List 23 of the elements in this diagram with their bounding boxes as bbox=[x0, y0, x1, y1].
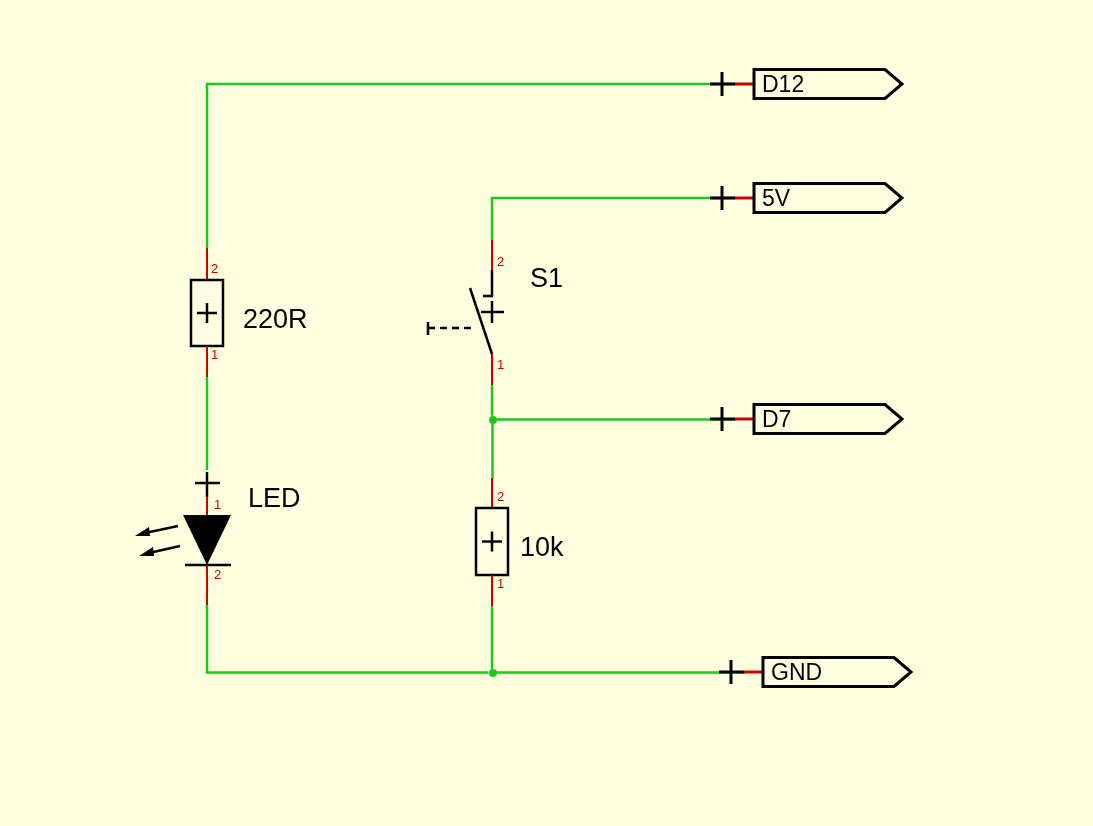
pin-number: 2 bbox=[214, 568, 222, 581]
wire bbox=[490, 385, 494, 417]
component-label: LED bbox=[248, 485, 301, 512]
wire bbox=[205, 605, 489, 674]
port-name: D7 bbox=[762, 408, 792, 431]
wire bbox=[490, 606, 494, 670]
pin-number: 1 bbox=[211, 348, 219, 361]
wire bbox=[205, 377, 209, 470]
junction-dot bbox=[488, 415, 497, 424]
junction-dot bbox=[488, 668, 497, 677]
pin-number: 1 bbox=[214, 498, 222, 511]
port-name: 5V bbox=[762, 187, 791, 210]
component-label: S1 bbox=[530, 265, 564, 292]
component-label: 10k bbox=[520, 534, 564, 561]
pin-number: 2 bbox=[211, 262, 219, 275]
port-name: D12 bbox=[762, 73, 805, 96]
pin-number: 2 bbox=[497, 490, 505, 503]
pin-number: 1 bbox=[497, 358, 505, 371]
pin-number: 2 bbox=[497, 255, 505, 268]
wire bbox=[490, 423, 494, 480]
pin-number: 1 bbox=[497, 577, 505, 590]
port-name: GND bbox=[771, 661, 823, 684]
component-label: 220R bbox=[243, 306, 308, 333]
